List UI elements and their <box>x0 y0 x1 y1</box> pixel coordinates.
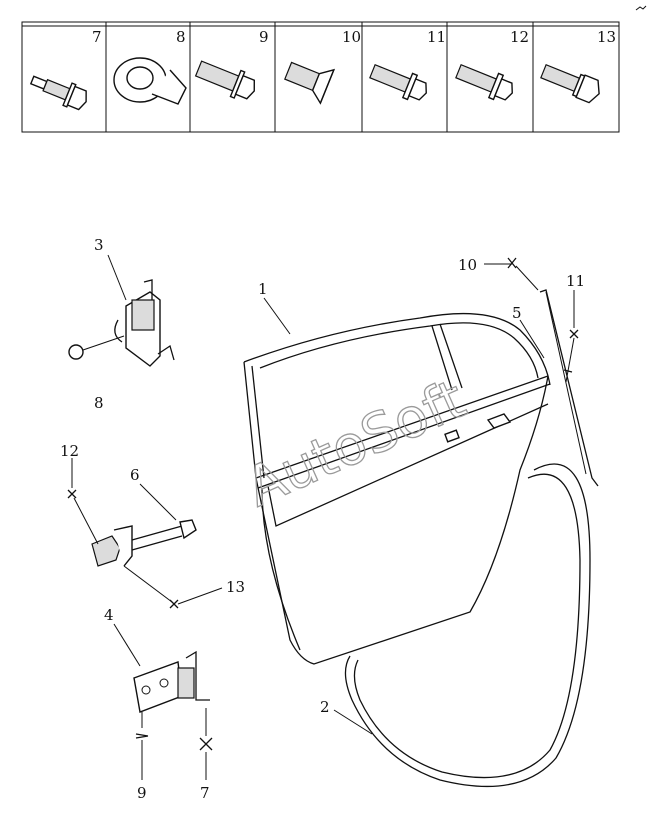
fastener-number-11: 11 <box>427 28 446 46</box>
callout-12: 12 <box>60 442 79 460</box>
bolt-flange-stud-icon <box>29 75 87 111</box>
fastener-cell-8: 8 <box>113 28 187 105</box>
fastener-number-12: 12 <box>510 28 529 46</box>
fastener-number-10: 10 <box>342 28 361 46</box>
fastener-number-9: 9 <box>259 28 269 46</box>
rear-door <box>243 312 551 665</box>
callout-2: 2 <box>320 698 330 716</box>
callout-6: 6 <box>130 466 140 484</box>
fastener-table-border <box>21 21 620 133</box>
fastener-cell-11: 11 <box>369 28 446 101</box>
callout-10: 10 <box>458 256 477 274</box>
nut-flange-icon <box>113 57 187 105</box>
weatherstrip <box>344 463 591 788</box>
callouts: 1 2 3 4 5 6 7 8 9 10 11 12 13 <box>60 236 585 802</box>
fastener-cell-7: 7 <box>29 28 102 111</box>
callout-13: 13 <box>226 578 245 596</box>
fastener-cell-10: 10 <box>284 28 361 105</box>
fastener-table: 7 8 9 <box>21 21 620 133</box>
callout-1: 1 <box>258 280 268 298</box>
rod <box>539 289 599 487</box>
callout-9: 9 <box>137 784 147 802</box>
callout-4: 4 <box>104 606 114 624</box>
fastener-number-7: 7 <box>92 28 102 46</box>
corner-mark <box>635 5 647 11</box>
callout-3: 3 <box>94 236 104 254</box>
screw-flange-icon <box>194 60 255 100</box>
watermark-text: AutoSoft <box>237 367 475 519</box>
callout-5: 5 <box>512 304 522 322</box>
fastener-number-13: 13 <box>597 28 616 46</box>
leader-lines <box>67 254 579 780</box>
upper-hinge <box>114 279 175 367</box>
door-check <box>91 519 197 567</box>
callout-11: 11 <box>566 272 585 290</box>
screw-countersunk-icon <box>284 61 336 105</box>
fastener-number-8: 8 <box>176 28 186 46</box>
screw-washer-icon <box>369 63 427 101</box>
fastener-cell-12: 12 <box>455 28 529 101</box>
nut-8-marker <box>68 344 84 360</box>
bolt-hex-icon <box>540 63 600 104</box>
callout-7: 7 <box>200 784 210 802</box>
fastener-cell-9: 9 <box>194 28 269 100</box>
lower-hinge <box>133 650 210 713</box>
callout-8: 8 <box>94 394 104 412</box>
fastener-cell-13: 13 <box>540 28 616 104</box>
screw-washer-icon <box>455 63 513 101</box>
